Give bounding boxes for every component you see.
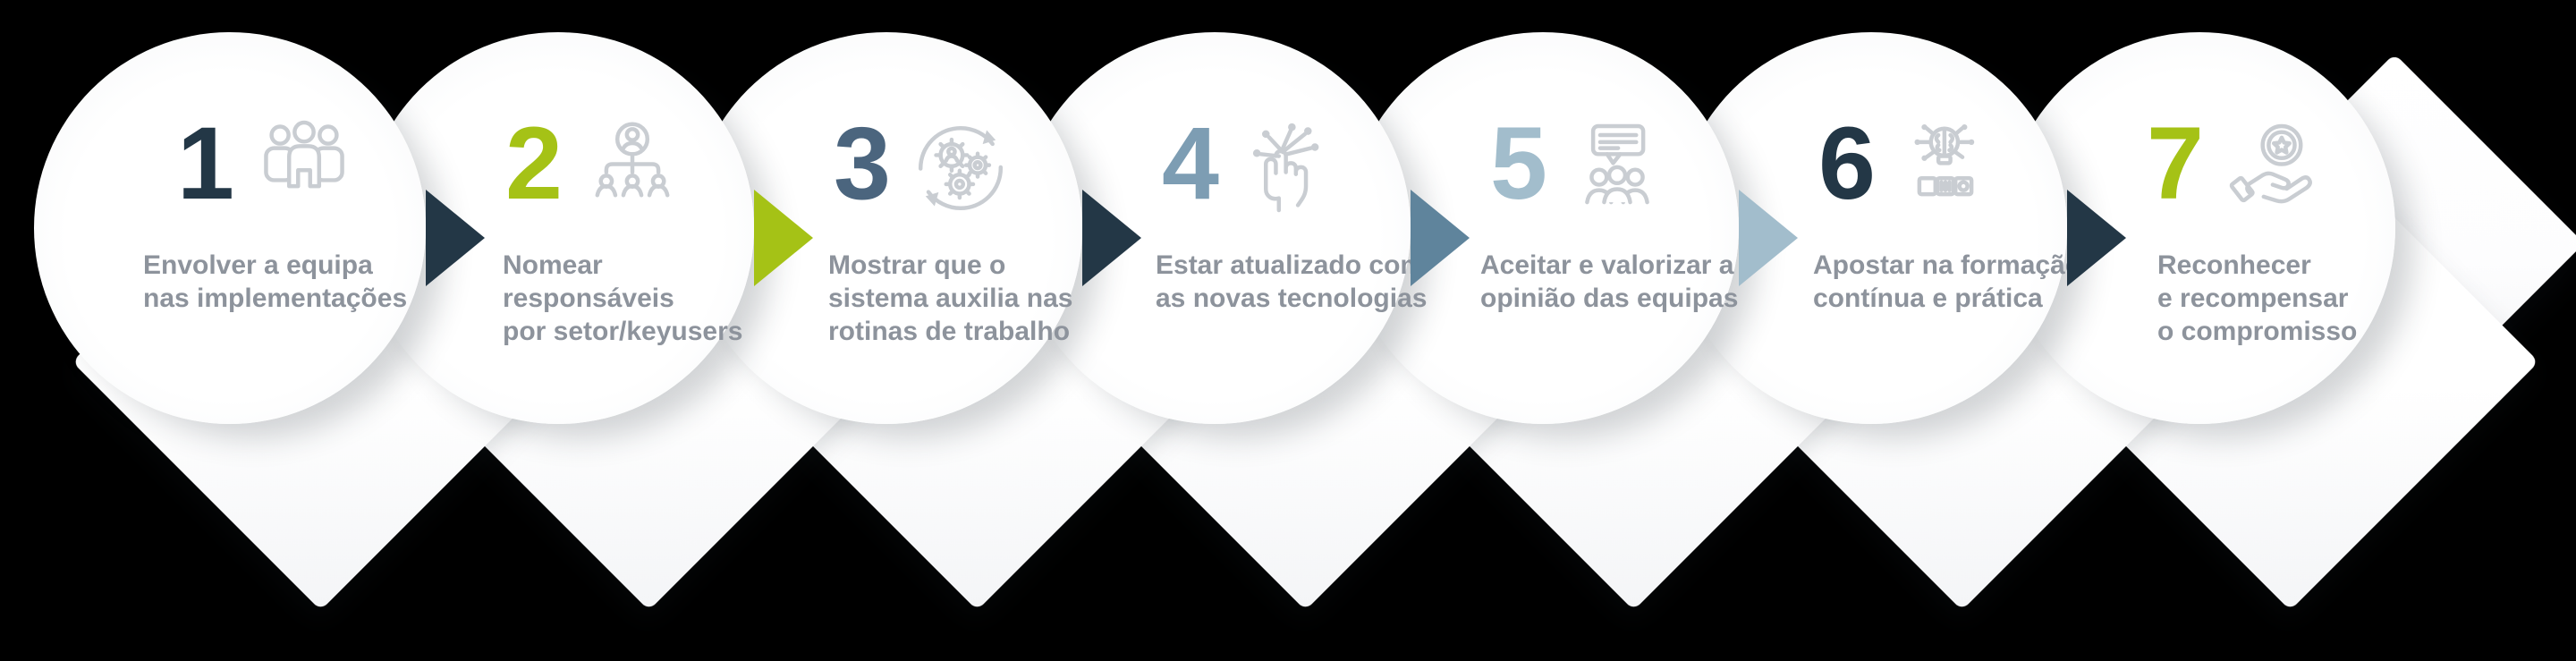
step-label-line: opinião das equipas <box>1480 284 1739 313</box>
step-label: Aceitar e valorizar a opinião das equipas <box>1480 249 1738 315</box>
step-label-line: sistema auxilia nas <box>828 284 1073 313</box>
step-label: Reconhecer e recompensar o compromisso <box>2157 249 2357 348</box>
step-label-line: Estar atualizado com <box>1156 250 1425 280</box>
step-label-line: rotinas de trabalho <box>828 317 1071 346</box>
training-ai-icon <box>1895 118 1996 218</box>
process-gears-icon <box>911 118 1011 218</box>
step-label-line: Mostrar que o <box>828 250 1006 280</box>
step-label-line: Reconhecer <box>2157 250 2311 280</box>
step-number: 3 <box>834 106 891 221</box>
team-group-icon <box>254 118 354 218</box>
step-label: Mostrar que o sistema auxilia nas rotinas … <box>828 249 1073 348</box>
step-label: Nomear responsáveis por setor/keyusers <box>503 249 742 348</box>
step-label: Estar atualizado com as novas tecnologias <box>1156 249 1427 315</box>
step-label-line: as novas tecnologias <box>1156 284 1428 313</box>
step-label-line: por setor/keyusers <box>503 317 743 346</box>
step-label-line: Aceitar e valorizar a <box>1480 250 1734 280</box>
org-chart-icon <box>582 118 682 218</box>
step-label-line: contínua e prática <box>1813 284 2043 313</box>
step-label-line: e recompensar <box>2157 284 2349 313</box>
step-number: 4 <box>1162 106 1219 221</box>
step-label-line: Apostar na formação <box>1813 250 2082 280</box>
step-label-line: nas implementações <box>143 284 408 313</box>
team-opinion-icon <box>1567 118 1667 218</box>
tech-touch-icon <box>1239 118 1339 218</box>
step-number: 7 <box>2147 106 2204 221</box>
step-label: Envolver a equipa nas implementações <box>143 249 407 315</box>
reward-hand-icon <box>2224 118 2324 218</box>
step-number: 5 <box>1490 106 1547 221</box>
step-label-line: Nomear <box>503 250 603 280</box>
step-number: 6 <box>1818 106 1876 221</box>
step-label: Apostar na formação contínua e prática <box>1813 249 2081 315</box>
step-number: 1 <box>177 106 234 221</box>
step-label-line: Envolver a equipa <box>143 250 373 280</box>
step-label-line: o compromisso <box>2157 317 2358 346</box>
step-number: 2 <box>505 106 563 221</box>
step-label-line: responsáveis <box>503 284 674 313</box>
